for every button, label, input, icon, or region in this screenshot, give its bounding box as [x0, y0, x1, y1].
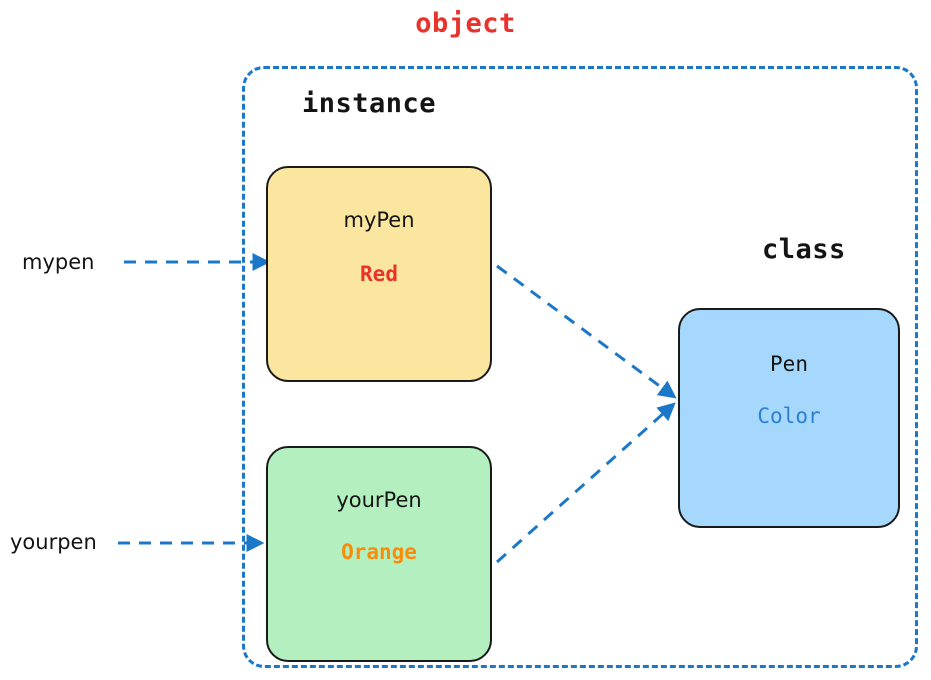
variable-label-yourpen: yourpen	[10, 530, 97, 554]
node-pen-class[interactable]: Pen Color	[678, 308, 900, 528]
node-pen-value: Color	[757, 404, 821, 428]
object-title: object	[415, 8, 516, 39]
class-section-label: class	[762, 234, 846, 265]
object-boundary	[242, 66, 918, 668]
instance-section-label: instance	[302, 88, 437, 119]
node-yourpen-name: yourPen	[336, 488, 422, 512]
variable-label-mypen: mypen	[22, 250, 95, 274]
node-yourpen[interactable]: yourPen Orange	[266, 446, 492, 662]
node-mypen[interactable]: myPen Red	[266, 166, 492, 382]
node-yourpen-value: Orange	[341, 540, 417, 564]
node-mypen-name: myPen	[343, 208, 415, 232]
node-pen-name: Pen	[770, 352, 808, 376]
node-mypen-value: Red	[360, 262, 398, 286]
